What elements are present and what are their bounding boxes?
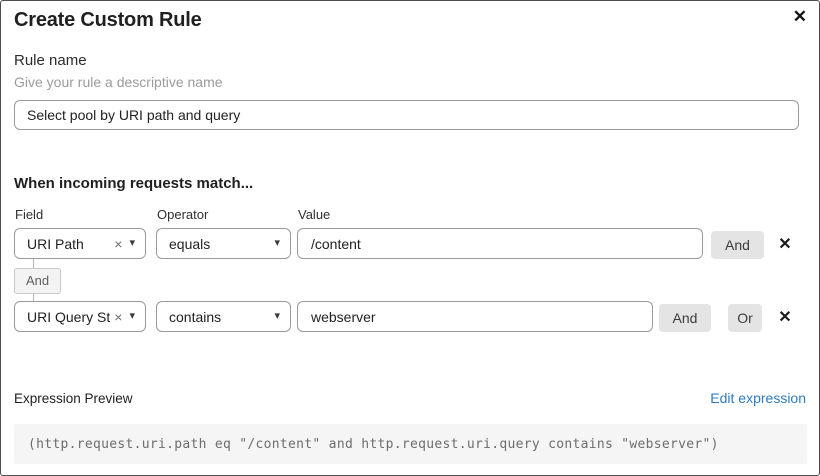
field-column-label: Field [15,207,44,222]
close-icon[interactable]: ✕ [792,7,807,26]
operator-select-row2-value: contains [169,308,222,325]
field-select-row1-value: URI Path [27,235,84,252]
and-button-row2[interactable]: And [659,304,711,332]
field-select-row2[interactable]: URI Query St... × ▾ [14,301,146,332]
rule-name-input[interactable] [14,100,799,130]
field-select-row1[interactable]: URI Path × ▾ [14,228,146,259]
connector-line-bottom [33,294,34,301]
expression-code-text: (http.request.uri.path eq "/content" and… [28,436,719,452]
clear-icon[interactable]: × [114,308,123,325]
value-column-label: Value [298,207,331,222]
rule-name-helper: Give your rule a descriptive name [14,74,223,90]
connector-line-top [33,259,34,268]
operator-column-label: Operator [157,207,209,222]
edit-expression-link[interactable]: Edit expression [710,390,806,406]
operator-select-row1-value: equals [169,235,211,252]
value-input-row1[interactable] [297,228,703,259]
connector-and-chip: And [14,268,62,294]
operator-select-row2[interactable]: contains ▾ [156,301,291,332]
and-button-row1[interactable]: And [711,231,764,259]
operator-select-row1[interactable]: equals ▾ [156,228,291,259]
chevron-down-icon: ▾ [129,237,135,249]
field-select-row2-value: URI Query St... [27,308,111,325]
remove-row1-icon[interactable]: ✕ [778,236,792,253]
match-section-heading: When incoming requests match... [14,175,254,192]
chevron-down-icon: ▾ [274,310,280,322]
chevron-down-icon: ▾ [274,237,280,249]
clear-icon[interactable]: × [114,235,123,252]
expression-preview-label: Expression Preview [14,391,133,406]
rule-name-label: Rule name [14,52,87,69]
chevron-down-icon: ▾ [129,310,135,322]
remove-row2-icon[interactable]: ✕ [778,309,792,326]
value-input-row2[interactable] [297,301,653,332]
dialog-title: Create Custom Rule [14,9,202,31]
expression-code-block: (http.request.uri.path eq "/content" and… [14,424,807,464]
or-button-row2[interactable]: Or [728,304,762,332]
